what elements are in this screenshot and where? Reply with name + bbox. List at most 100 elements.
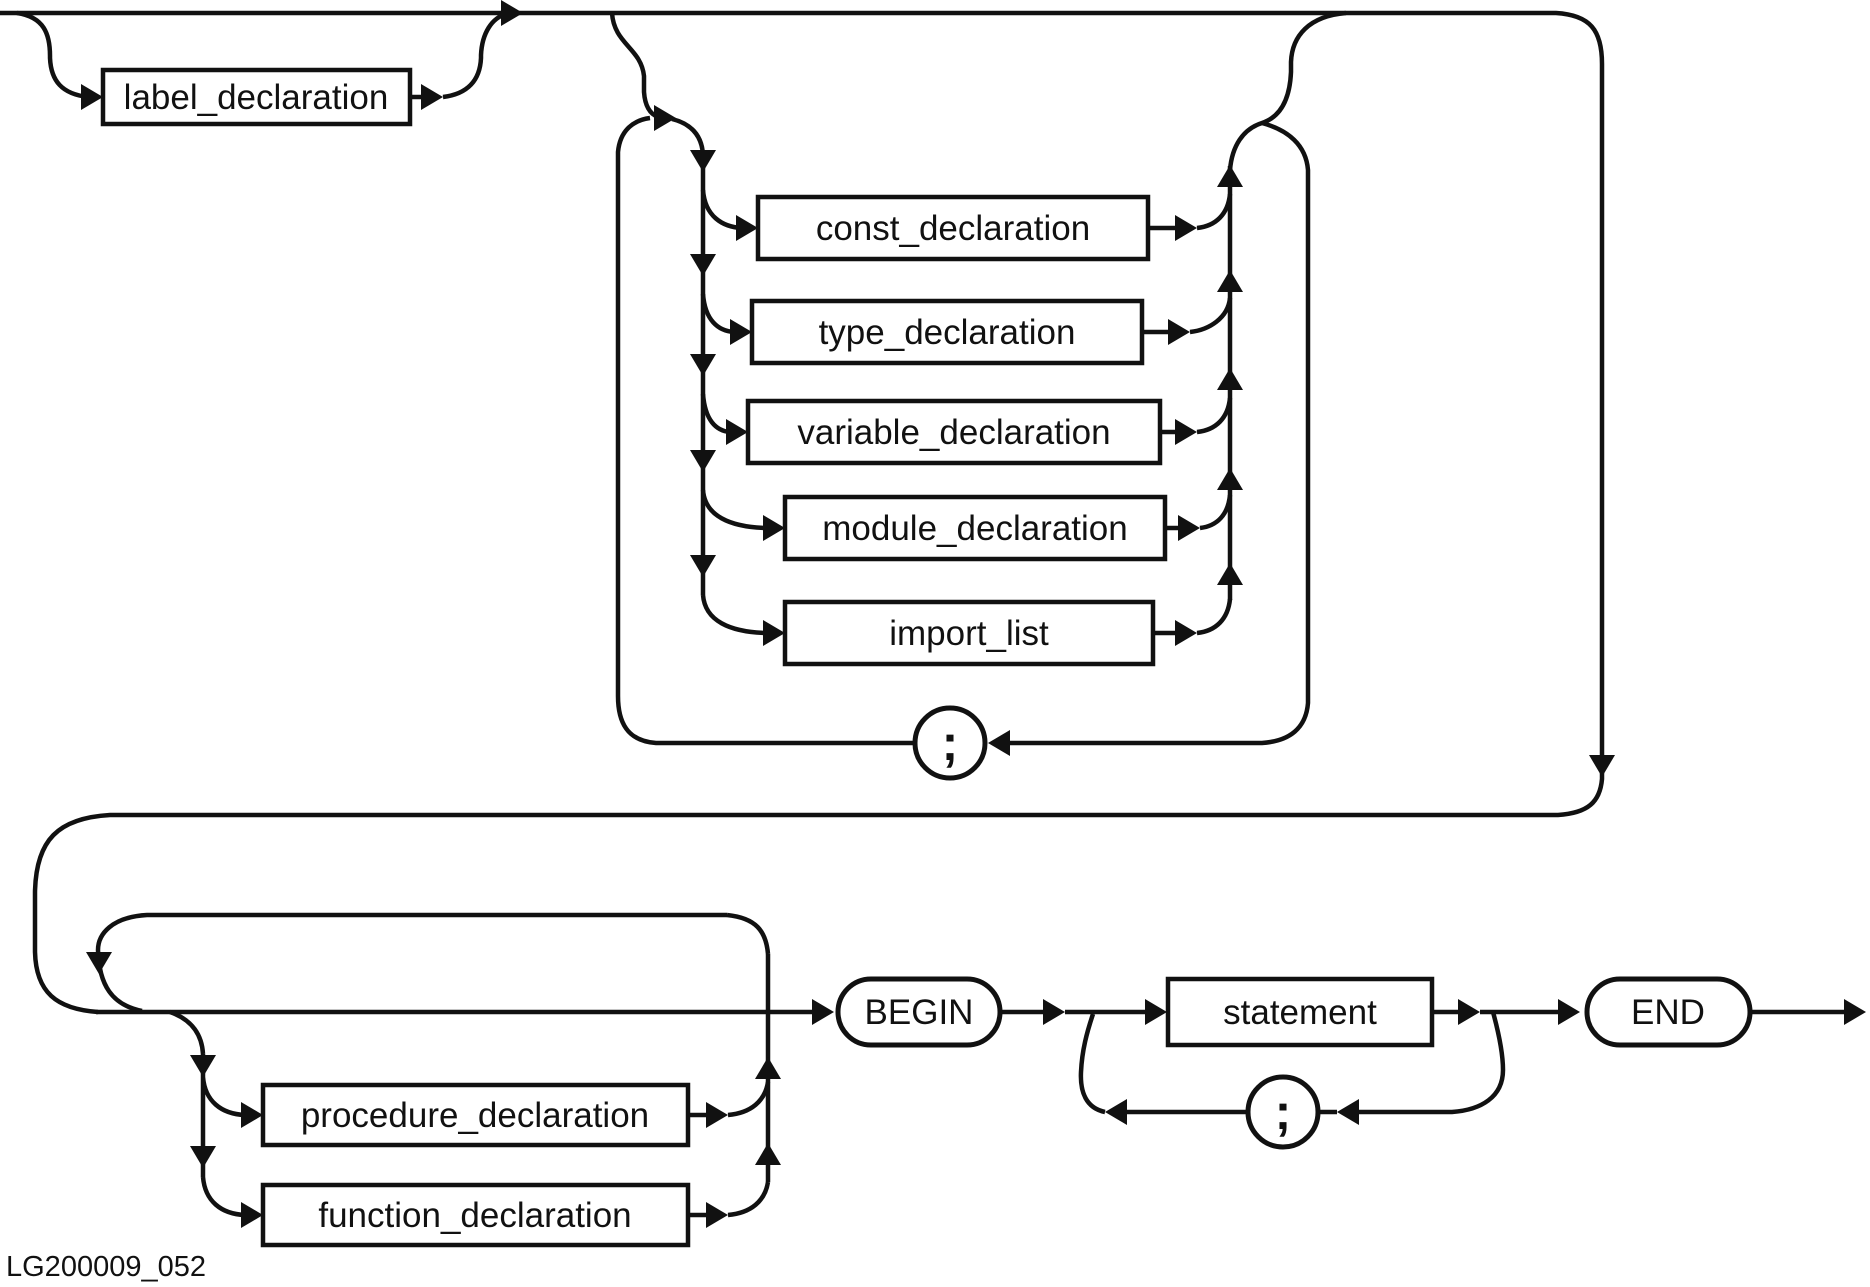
arrow-feeder-4 — [690, 450, 716, 472]
arrow-function-out — [706, 1202, 728, 1228]
begin-text: BEGIN — [865, 993, 974, 1032]
arrow-stmt-loop-left — [1105, 1099, 1127, 1125]
arrow-feeder-3 — [690, 354, 716, 376]
statement-loop-right — [1355, 1011, 1506, 1115]
declaration-exit-merge — [1227, 10, 1347, 171]
type-declaration-text: type_declaration — [819, 313, 1076, 352]
subprogram-outputs — [688, 1081, 771, 1218]
begin-oval — [835, 976, 1003, 1048]
arrow-collector-5 — [1217, 563, 1243, 585]
arrow-subcollector-1 — [755, 1057, 781, 1079]
arrow-statement-out — [1458, 999, 1480, 1025]
declaration-feeder-top — [671, 116, 706, 156]
arrow-feeder-1 — [690, 150, 716, 172]
arrow-collector-3 — [1217, 368, 1243, 390]
module-declaration-box — [782, 494, 1168, 562]
semicolon-bottom-text: ; — [1275, 1084, 1292, 1140]
node-label-declaration: label_declaration — [100, 67, 413, 127]
arrow-subcollector-2 — [755, 1143, 781, 1165]
arrow-collector-1 — [1217, 165, 1243, 187]
arrow-module-out — [1178, 515, 1200, 541]
arrow-return-hook-down — [86, 952, 112, 974]
arrow-subprogram-feeder — [190, 1146, 216, 1168]
arrow-final-exit — [1844, 999, 1866, 1025]
function-declaration-box — [260, 1182, 691, 1248]
arrow-into-label — [81, 84, 103, 110]
arrow-into-function — [241, 1202, 263, 1228]
end-text: END — [1631, 993, 1705, 1032]
statement-text: statement — [1223, 993, 1377, 1032]
label-declaration-text: label_declaration — [124, 78, 389, 117]
subprogram-return-corner — [726, 912, 771, 955]
arrow-label-merge — [501, 0, 523, 26]
declaration-branches — [700, 189, 767, 636]
arrow-into-semicolon-top — [988, 730, 1010, 756]
function-declaration-text: function_declaration — [318, 1196, 631, 1235]
semicolon-top-text: ; — [942, 715, 959, 771]
node-statement: statement — [1165, 976, 1435, 1048]
const-declaration-text: const_declaration — [816, 209, 1090, 248]
arrow-into-import — [763, 620, 785, 646]
node-type-declaration: type_declaration — [749, 298, 1145, 366]
node-end: END — [1584, 976, 1753, 1048]
arrow-into-end — [1558, 999, 1580, 1025]
arrow-const-out — [1175, 215, 1197, 241]
subprogram-feeder — [200, 1054, 246, 1218]
arrow-into-semicolon-bottom — [1337, 1099, 1359, 1125]
arrow-collector-4 — [1217, 468, 1243, 490]
arrow-procedure-out — [706, 1102, 728, 1128]
arrow-right-outer-down — [1589, 755, 1615, 777]
arrow-into-procedure — [241, 1102, 263, 1128]
arrow-into-statement — [1145, 999, 1167, 1025]
type-declaration-box — [749, 298, 1145, 366]
import-list-text: import_list — [889, 614, 1049, 653]
arrow-into-module — [763, 515, 785, 541]
arrow-label-out — [421, 84, 443, 110]
arrow-into-begin — [812, 999, 834, 1025]
procedure-declaration-box — [260, 1082, 691, 1148]
node-function-declaration: function_declaration — [260, 1182, 691, 1248]
arrow-feeder-2 — [690, 254, 716, 276]
statement-loop-left — [1078, 1013, 1106, 1115]
node-procedure-declaration: procedure_declaration — [260, 1082, 691, 1148]
arrow-type-out — [1168, 319, 1190, 345]
subprogram-branch — [169, 1009, 206, 1055]
arrow-subprogram-branch — [190, 1055, 216, 1077]
node-begin: BEGIN — [835, 976, 1003, 1048]
node-import-list: import_list — [782, 599, 1156, 667]
arrow-junction-j1 — [654, 105, 676, 131]
arrowheads — [81, 0, 1866, 1228]
semicolon-top-circle — [912, 705, 988, 781]
node-const-declaration: const_declaration — [755, 194, 1151, 262]
node-semicolon-top: ; — [912, 705, 988, 781]
arrow-import-out — [1175, 620, 1197, 646]
statement-box — [1165, 976, 1435, 1048]
figure-caption: LG200009_052 — [6, 1251, 206, 1283]
node-semicolon-bottom: ; — [1245, 1074, 1321, 1150]
arrow-begin-out — [1043, 999, 1065, 1025]
arrow-into-const — [736, 215, 758, 241]
subprogram-loop-return — [95, 912, 727, 1014]
arrow-into-type — [730, 319, 752, 345]
import-list-box — [782, 599, 1156, 667]
declaration-outputs — [1142, 193, 1233, 636]
module-declaration-text: module_declaration — [822, 509, 1127, 548]
const-declaration-box — [755, 194, 1151, 262]
node-variable-declaration: variable_declaration — [745, 398, 1163, 466]
declaration-loop-return — [615, 115, 915, 746]
end-oval — [1584, 976, 1753, 1048]
arrow-collector-2 — [1217, 270, 1243, 292]
node-module-declaration: module_declaration — [782, 494, 1168, 562]
arrow-feeder-5 — [690, 555, 716, 577]
arrow-variable-out — [1175, 419, 1197, 445]
variable-declaration-text: variable_declaration — [797, 413, 1110, 452]
declaration-loop-entry — [609, 12, 659, 120]
semicolon-bottom-circle — [1245, 1074, 1321, 1150]
arrow-into-variable — [726, 419, 748, 445]
main-route-line — [0, 10, 1605, 1015]
procedure-declaration-text: procedure_declaration — [301, 1096, 649, 1135]
variable-declaration-box — [745, 398, 1163, 466]
declaration-loop-down — [1010, 120, 1311, 746]
label-declaration-box — [100, 67, 413, 127]
